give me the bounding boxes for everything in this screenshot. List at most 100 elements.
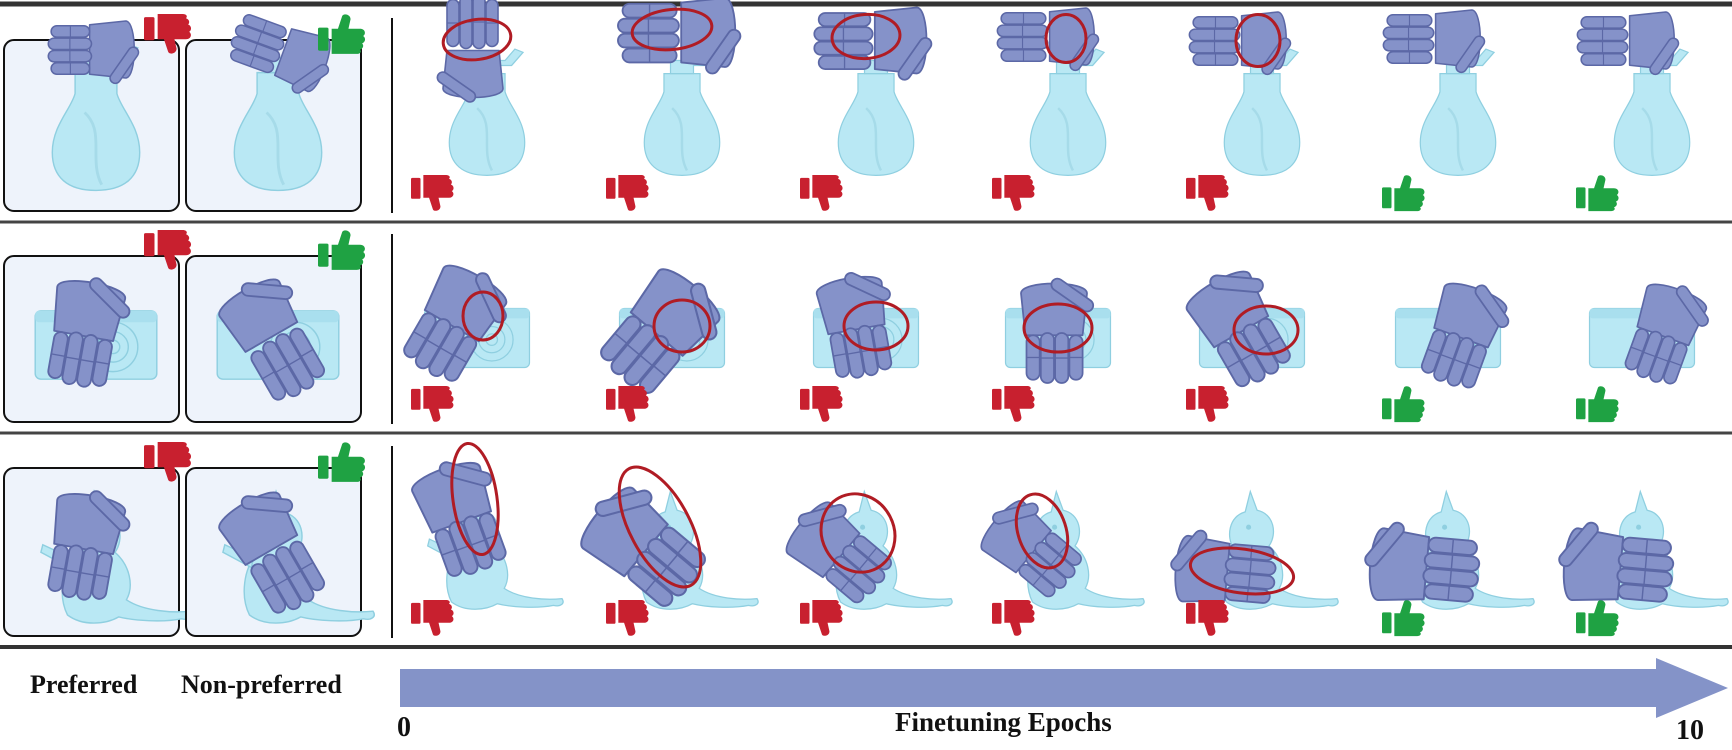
thumbs-down-icon <box>800 600 843 636</box>
hand-thumb <box>705 28 742 75</box>
finger-joint <box>300 561 314 570</box>
finger-joint <box>95 360 110 365</box>
finger-joint <box>656 567 668 581</box>
robot-hand <box>815 272 893 379</box>
nonpreferred-panel <box>185 442 375 637</box>
row-spray-bottle <box>3 0 1691 213</box>
finger-joint <box>65 569 80 574</box>
thumbs-down-icon <box>606 386 649 422</box>
finger-joint <box>875 345 889 350</box>
failure-circle <box>630 7 714 52</box>
finger-joint <box>1467 363 1481 370</box>
hand-thumb <box>1558 521 1599 568</box>
epoch-sample <box>992 7 1107 211</box>
failure-circle <box>441 17 513 62</box>
failure-circle <box>461 290 505 342</box>
hand-thumb <box>1364 521 1405 568</box>
thumbs-down-icon <box>606 175 649 211</box>
toy-eye <box>860 524 866 530</box>
toy-eye <box>1442 524 1448 530</box>
finger-joint <box>51 566 65 570</box>
hand-finger <box>472 0 486 50</box>
finger-joint <box>867 547 878 559</box>
thumbs-up-icon <box>1382 386 1425 423</box>
finger-joint <box>1254 344 1268 354</box>
failure-circle <box>1022 302 1094 354</box>
row-camera <box>3 230 1709 424</box>
finger-joint <box>1656 356 1669 362</box>
thumbs-down-icon <box>800 175 843 211</box>
finger-joint <box>1454 358 1467 365</box>
bottle-highlight <box>671 107 689 172</box>
robot-hand <box>1558 521 1675 603</box>
hand-thumb <box>89 277 131 319</box>
finger-joint <box>1250 545 1253 559</box>
failure-circle <box>1044 13 1088 64</box>
thumbs-up-icon <box>1576 600 1619 637</box>
robot-hand <box>580 486 706 607</box>
finger-joint <box>51 353 65 357</box>
finger-joint <box>644 579 656 593</box>
thumbs-down-icon <box>992 386 1035 422</box>
thumbs-up-icon <box>1576 175 1619 212</box>
hand-thumb <box>291 63 330 94</box>
robot-hand <box>1170 529 1277 604</box>
epoch-sample <box>1576 283 1709 423</box>
epoch-sample <box>980 489 1145 636</box>
finger-joint <box>1240 352 1255 362</box>
epoch-sample <box>1558 489 1729 637</box>
finger-joint <box>677 540 689 554</box>
epoch-sample <box>1170 489 1339 636</box>
finger-joint <box>1427 348 1441 355</box>
hand-thumb <box>1050 277 1095 313</box>
finger-joint <box>453 354 468 363</box>
failure-circle <box>819 492 897 574</box>
epoch-sample <box>600 268 726 422</box>
finger-joint <box>80 358 95 363</box>
finger-joint <box>639 354 653 367</box>
spray-bottle-object <box>1029 48 1107 176</box>
epoch-sample <box>1382 282 1510 423</box>
axis-end-label: 10 <box>1676 715 1704 746</box>
preferred-panel <box>3 442 193 637</box>
preferred-panel <box>3 14 191 212</box>
thumbs-down-icon <box>1186 600 1229 636</box>
nonpreferred-label: Non-preferred <box>181 670 342 699</box>
finger-joint <box>847 351 861 355</box>
finger-joint <box>666 554 679 568</box>
thumbs-up-icon <box>1576 386 1619 423</box>
thumbs-down-icon <box>411 386 454 422</box>
finger-joint <box>300 348 314 357</box>
bottle-highlight <box>265 111 285 186</box>
robot-hand <box>218 491 326 614</box>
finger-joint <box>1645 539 1649 554</box>
finger-joint <box>275 577 289 586</box>
finger-joint <box>288 570 302 579</box>
finger-joint <box>441 549 456 556</box>
epoch-sample <box>800 272 920 422</box>
toy-eye <box>1246 524 1252 530</box>
robot-hand <box>47 20 140 85</box>
failure-circle <box>830 12 902 61</box>
finger-joint <box>653 365 667 377</box>
hand-thumb <box>1209 274 1264 294</box>
finger-joint <box>1643 351 1656 358</box>
thumbs-up-icon <box>1382 175 1425 212</box>
robot-hand <box>436 0 504 103</box>
bottle-highlight <box>1057 107 1075 172</box>
failure-circle <box>450 441 500 557</box>
axis-start-label: 0 <box>397 712 411 743</box>
finger-joint <box>833 353 847 357</box>
hand-thumb <box>240 282 294 301</box>
thumbs-down-icon <box>1186 386 1229 422</box>
failure-circle <box>1232 304 1300 356</box>
thumbs-up-icon <box>1382 600 1425 637</box>
nonpreferred-panel <box>185 14 366 212</box>
hand-thumb <box>897 36 933 81</box>
finger-joint <box>257 31 263 44</box>
bottle-highlight <box>476 107 494 172</box>
robot-hand <box>600 268 721 394</box>
robot-hand <box>230 14 331 94</box>
thumbs-down-icon <box>411 600 454 636</box>
